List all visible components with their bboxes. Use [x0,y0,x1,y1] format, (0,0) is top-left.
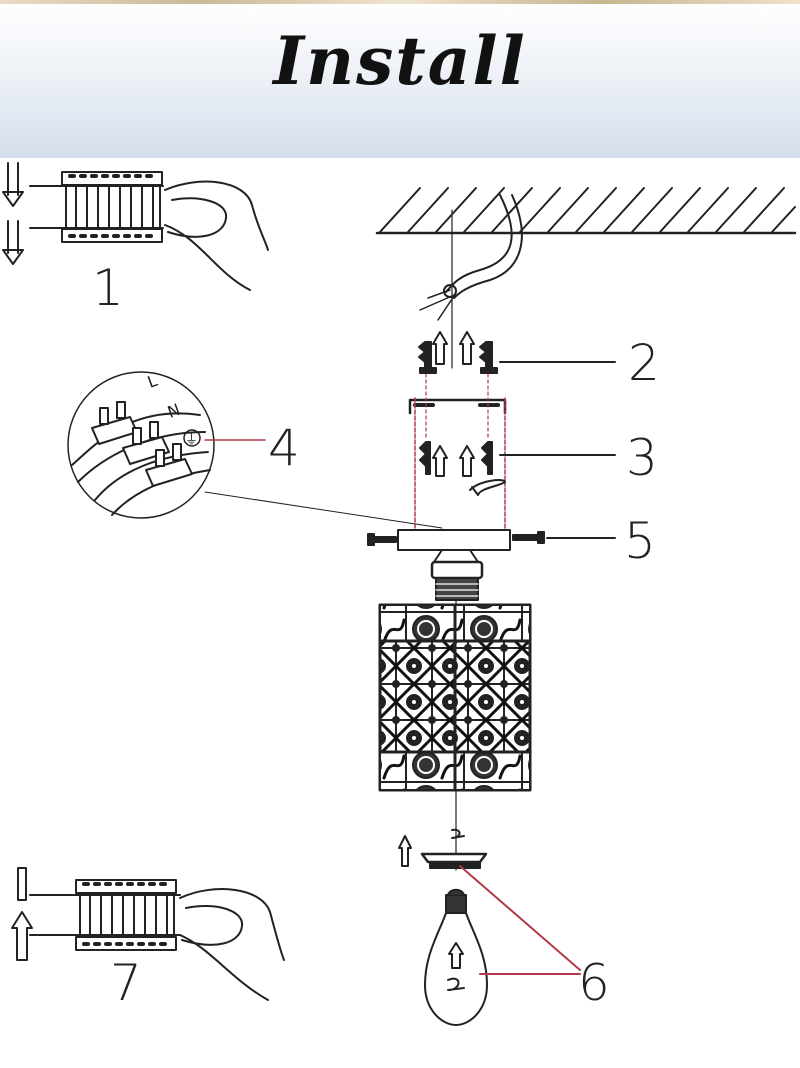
step-number-1: 1 [92,259,124,317]
step-number-7: 7 [110,954,142,1012]
step-7-terminal-block: 7 [11,867,285,1012]
rotate-icon [451,828,465,839]
ceiling [375,187,797,235]
rotate-icon [447,977,465,991]
step-3-mounting-bracket: 3 [408,373,658,531]
ground-symbol-icon: ⏚ [185,433,198,448]
edison-bulb-icon [424,888,488,1026]
hand-icon [179,888,285,1001]
step-2-ceiling-screws: 2 [418,331,660,392]
step-5-canopy: 5 [367,512,656,570]
wire-connector [122,421,170,465]
step-1-terminal-block: 1 [2,162,269,317]
screw-icon [512,534,539,541]
header-banner: Install [0,0,800,158]
screw-icon [479,341,493,369]
arrow-down-icon [2,220,24,265]
page-title: Install [273,22,527,100]
supply-cable [419,194,523,369]
lamp-holder [430,549,484,601]
arrow-up-icon [11,911,33,961]
arrow-up-icon [432,445,448,477]
screw-icon [419,441,431,475]
step-number-6: 6 [578,954,610,1012]
rotate-icon [469,479,506,496]
step-6-bulb: 6 [398,828,610,1026]
arrow-up-icon [398,835,412,867]
wire-connector [145,443,193,487]
bar-icon [17,867,27,901]
screw-icon [372,536,397,543]
hand-icon [164,180,269,291]
step-number-4: 4 [268,419,300,477]
arrow-down-icon [2,162,24,207]
arrow-up-icon [459,331,475,365]
arrow-up-icon [432,331,448,365]
crystal-cage-shade [378,603,532,792]
step-number-5: 5 [624,512,656,570]
step-number-3: 3 [626,429,658,487]
screw-icon [418,341,432,369]
step-4-wiring-detail: L N ⏚ 4 [67,371,443,529]
step-number-2: 2 [628,334,660,392]
header-decor-strip [0,0,800,4]
arrow-up-icon [448,942,464,969]
arrow-up-icon [459,445,475,477]
screw-icon [481,441,493,475]
